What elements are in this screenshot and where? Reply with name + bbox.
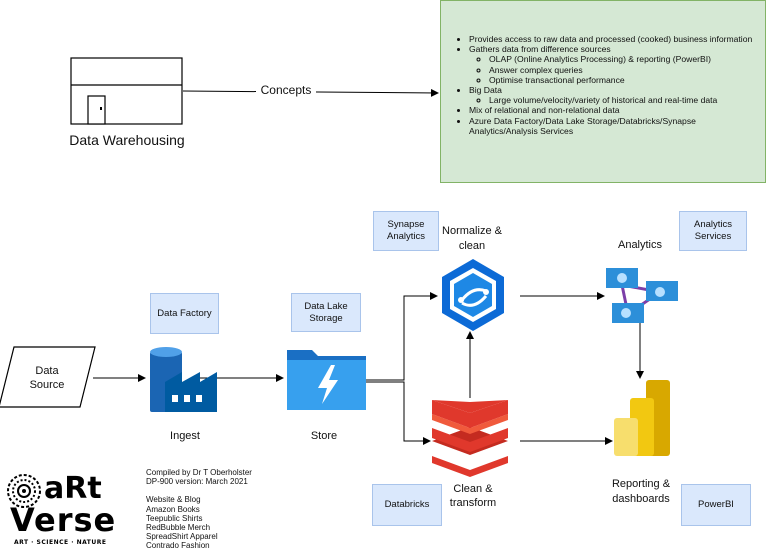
analysis-services-icon: [606, 268, 678, 323]
artverse-spiral-logo: [7, 474, 41, 508]
link-redbubble-merch[interactable]: RedBubble Merch: [146, 523, 211, 533]
note-item: Gathers data from difference sources OLA…: [469, 44, 759, 85]
analytics-label: Analytics: [617, 239, 663, 251]
data-lake-storage-icon: [287, 350, 366, 410]
data-factory-icon: [150, 347, 217, 412]
databricks-icon: [432, 400, 508, 477]
note-subitem: Answer complex queries: [489, 65, 759, 75]
powerbi-box: PowerBI: [681, 484, 751, 526]
databricks-box: Databricks: [372, 484, 442, 526]
note-subitem: OLAP (Online Analytics Processing) & rep…: [489, 54, 759, 64]
synapse-analytics-icon: [442, 259, 504, 331]
logo-line2: Verse: [10, 501, 117, 539]
data-source-shape: [0, 346, 96, 408]
note-item: Azure Data Factory/Data Lake Storage/Dat…: [469, 116, 759, 136]
concepts-notes-panel: Provides access to raw data and processe…: [440, 0, 766, 183]
link-spreadshirt-apparel[interactable]: SpreadShirt Apparel: [146, 532, 218, 542]
credits-block: Compiled by Dr T Oberholster DP-900 vers…: [146, 468, 252, 551]
reporting-dashboards-label: Reporting & dashboards: [611, 478, 671, 505]
ingest-label: Ingest: [170, 430, 200, 442]
note-subitem: Optimise transactional performance: [489, 75, 759, 85]
note-sublist: Large volume/velocity/variety of histori…: [469, 95, 759, 105]
version-text: DP-900 version: March 2021: [146, 477, 248, 487]
synapse-analytics-box: Synapse Analytics: [373, 211, 439, 251]
powerbi-icon: [614, 380, 670, 456]
data-warehousing-title: Data Warehousing: [69, 132, 185, 148]
note-subitem: Large volume/velocity/variety of histori…: [489, 95, 759, 105]
warehouse-icon: [70, 57, 183, 125]
logo-tagline: ART · SCIENCE · NATURE: [14, 539, 107, 546]
note-item: Mix of relational and non-relational dat…: [469, 105, 759, 115]
data-source-label: Data Source: [29, 365, 65, 391]
arrow-store-to-databricks: [366, 381, 431, 445]
link-amazon-books[interactable]: Amazon Books: [146, 504, 200, 514]
note-item: Big Data Large volume/velocity/variety o…: [469, 85, 759, 105]
logo-line1: aRt: [44, 471, 102, 506]
note-sublist: OLAP (Online Analytics Processing) & rep…: [469, 54, 759, 85]
compiled-by-text: Compiled by Dr T Oberholster: [146, 468, 252, 477]
data-lake-storage-box: Data Lake Storage: [291, 293, 361, 332]
clean-transform-label: Clean & transform: [449, 483, 497, 509]
arrow-store-to-synapse: [366, 292, 438, 381]
link-contrado-fashion[interactable]: Contrado Fashion: [146, 541, 210, 551]
normalize-clean-label: Normalize & clean: [442, 225, 502, 252]
note-item: Provides access to raw data and processe…: [469, 34, 759, 44]
concepts-label: Concepts: [256, 83, 316, 97]
data-factory-box: Data Factory: [150, 293, 219, 334]
link-website-blog[interactable]: Website & Blog: [146, 495, 201, 505]
link-teepublic-shirts[interactable]: Teepublic Shirts: [146, 513, 203, 523]
notes-list: Provides access to raw data and processe…: [469, 34, 759, 136]
analytics-services-box: Analytics Services: [679, 211, 747, 251]
store-label: Store: [310, 430, 338, 442]
